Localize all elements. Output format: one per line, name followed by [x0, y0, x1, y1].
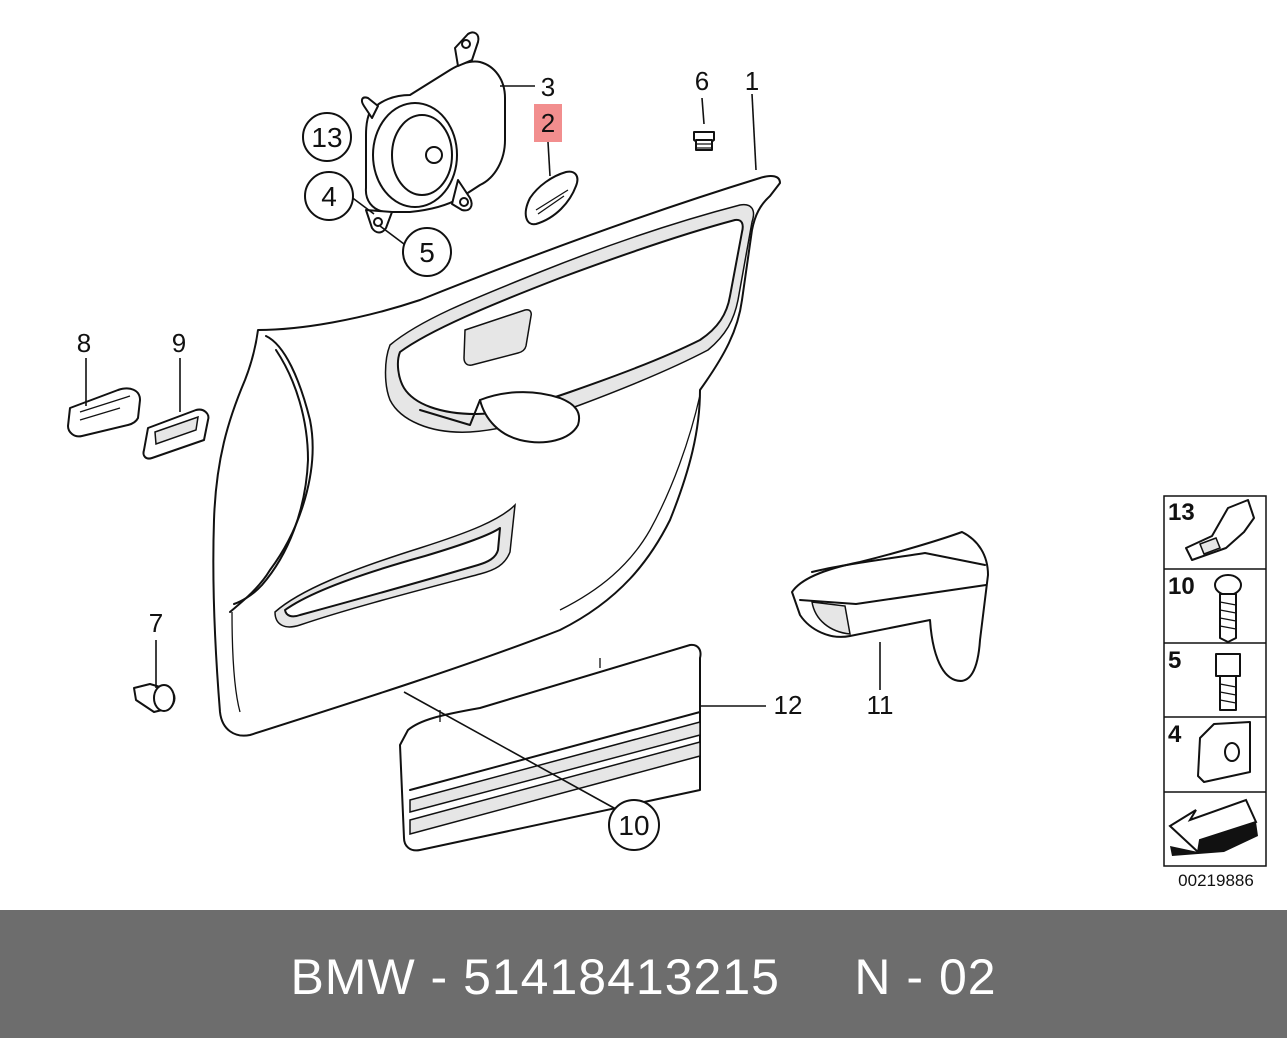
label-13: 13 — [311, 122, 342, 153]
leader-lines — [85, 85, 881, 809]
clip-part-6 — [693, 131, 715, 151]
parts-diagram: 1 2 3 4 5 6 7 8 9 10 11 12 13 13 10 5 — [67, 31, 1267, 890]
footer-bar: BMW - 51418413215 N - 02 — [0, 910, 1287, 1038]
door-trim-panel — [212, 174, 781, 737]
label-11: 11 — [867, 690, 894, 720]
label-5: 5 — [419, 237, 435, 268]
door-pocket-part-12 — [399, 643, 702, 852]
cover-cap-part-2 — [524, 170, 579, 226]
label-13-circle — [302, 112, 352, 162]
diagram-number: 00219886 — [1178, 871, 1254, 890]
bracket-part-9 — [142, 408, 210, 460]
label-10-circle — [608, 799, 660, 851]
label-8: 8 — [77, 328, 91, 358]
legend-label-13: 13 — [1168, 499, 1195, 526]
label-12: 12 — [774, 690, 803, 720]
label-1: 1 — [745, 66, 759, 96]
clip-part-7 — [133, 683, 176, 713]
label-6: 6 — [695, 66, 709, 96]
legend-icon-screw — [1214, 574, 1242, 596]
highlight-box — [534, 104, 562, 142]
label-4-circle — [304, 171, 354, 221]
legend-label-10: 10 — [1168, 573, 1195, 600]
label-7: 7 — [149, 608, 163, 638]
legend-panel: 13 10 5 4 — [1163, 495, 1267, 867]
part-number-text: BMW - 51418413215 N - 02 — [290, 949, 997, 1005]
speaker-assembly — [360, 31, 506, 234]
label-3: 3 — [541, 72, 555, 102]
bracket-part-8 — [67, 387, 141, 438]
callout-labels: 1 2 3 4 5 6 7 8 9 10 11 12 13 — [77, 66, 894, 851]
legend-icon-bolt — [1215, 653, 1241, 677]
label-9: 9 — [172, 328, 186, 358]
legend-label-4: 4 — [1168, 721, 1182, 748]
label-5-circle — [402, 227, 452, 277]
label-2: 2 — [541, 108, 555, 138]
legend-arrow-icon — [1168, 798, 1258, 856]
label-10: 10 — [618, 810, 649, 841]
legend-label-5: 5 — [1168, 647, 1181, 674]
armrest-part-11 — [791, 531, 989, 682]
label-4: 4 — [321, 181, 337, 212]
